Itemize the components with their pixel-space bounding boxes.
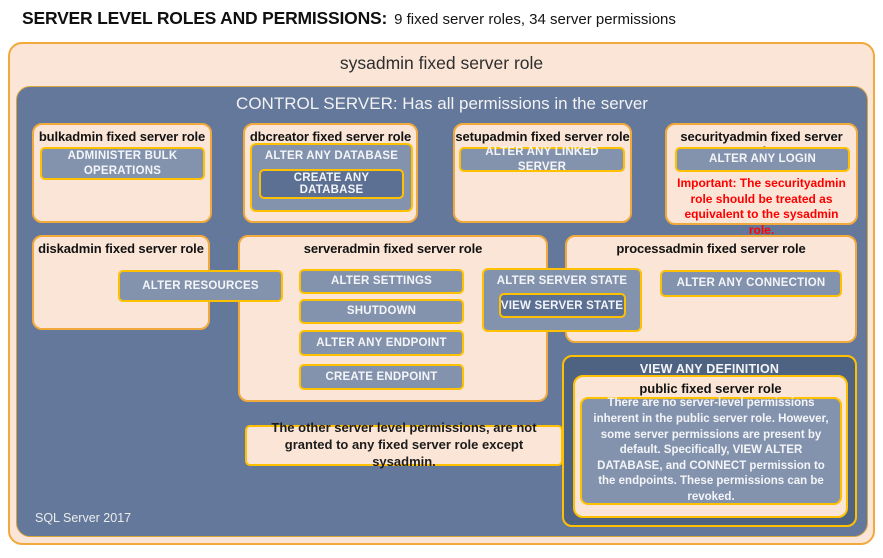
other-permissions-note: The other server level permissions, are …	[245, 420, 563, 469]
permission-alter-server-state: ALTER SERVER STATE VIEW SERVER STATE	[482, 268, 642, 332]
permission-alter-settings: ALTER SETTINGS	[299, 269, 464, 294]
permission-view-server-state: VIEW SERVER STATE	[498, 293, 626, 318]
role-box-setupadmin: setupadmin fixed server role ALTER ANY L…	[453, 123, 632, 223]
diskadmin-title: diskadmin fixed server role	[38, 241, 204, 256]
permission-administer-bulk-operations: ADMINISTER BULK OPERATIONS	[40, 147, 205, 180]
permission-shutdown: SHUTDOWN	[299, 299, 464, 324]
permission-view-any-definition: VIEW ANY DEFINITION public fixed server …	[562, 355, 857, 527]
public-role-title: public fixed server role	[639, 381, 782, 396]
permission-alter-any-endpoint: ALTER ANY ENDPOINT	[299, 330, 464, 356]
dbcreator-title: dbcreator fixed server role	[249, 129, 412, 144]
control-server-box: CONTROL SERVER: Has all permissions in t…	[16, 86, 868, 537]
role-box-public: public fixed server role There are no se…	[573, 375, 848, 518]
permission-alter-any-login: ALTER ANY LOGIN	[675, 147, 850, 172]
permission-create-endpoint: CREATE ENDPOINT	[299, 364, 464, 390]
permission-alter-any-database: ALTER ANY DATABASE CREATE ANY DATABASE	[250, 143, 413, 212]
sysadmin-role-title: sysadmin fixed server role	[339, 53, 544, 73]
permission-alter-any-connection: ALTER ANY CONNECTION	[660, 270, 842, 297]
serveradmin-title: serveradmin fixed server role	[303, 241, 483, 256]
alter-server-state-label: ALTER SERVER STATE	[496, 275, 628, 287]
view-any-definition-label: VIEW ANY DEFINITION	[639, 362, 780, 376]
permission-create-any-database: CREATE ANY DATABASE	[259, 169, 404, 199]
setupadmin-title: setupadmin fixed server role	[455, 129, 630, 144]
processadmin-title: processadmin fixed server role	[616, 241, 806, 256]
permission-alter-any-linked-server: ALTER ANY LINKED SERVER	[459, 146, 625, 173]
bulkadmin-title: bulkadmin fixed server role	[38, 129, 206, 144]
securityadmin-warning: Important: The securityadmin role should…	[677, 176, 846, 237]
alter-any-database-label: ALTER ANY DATABASE	[264, 150, 399, 162]
role-box-securityadmin: securityadmin fixed server role ALTER AN…	[665, 123, 858, 237]
page-title: SERVER LEVEL ROLES AND PERMISSIONS: 9 fix…	[22, 8, 676, 29]
page-title-subtitle: 9 fixed server roles, 34 server permissi…	[394, 11, 676, 28]
role-box-bulkadmin: bulkadmin fixed server role ADMINISTER B…	[32, 123, 212, 223]
permission-alter-resources: ALTER RESOURCES	[118, 270, 283, 302]
sysadmin-role-box: sysadmin fixed server role CONTROL SERVE…	[8, 42, 875, 545]
public-role-description: There are no server-level permissions in…	[580, 397, 842, 505]
page-title-main: SERVER LEVEL ROLES AND PERMISSIONS:	[22, 8, 388, 28]
sql-server-version-label: SQL Server 2017	[35, 511, 132, 525]
control-server-title: CONTROL SERVER: Has all permissions in t…	[236, 94, 648, 113]
role-box-dbcreator: dbcreator fixed server role ALTER ANY DA…	[243, 123, 418, 223]
